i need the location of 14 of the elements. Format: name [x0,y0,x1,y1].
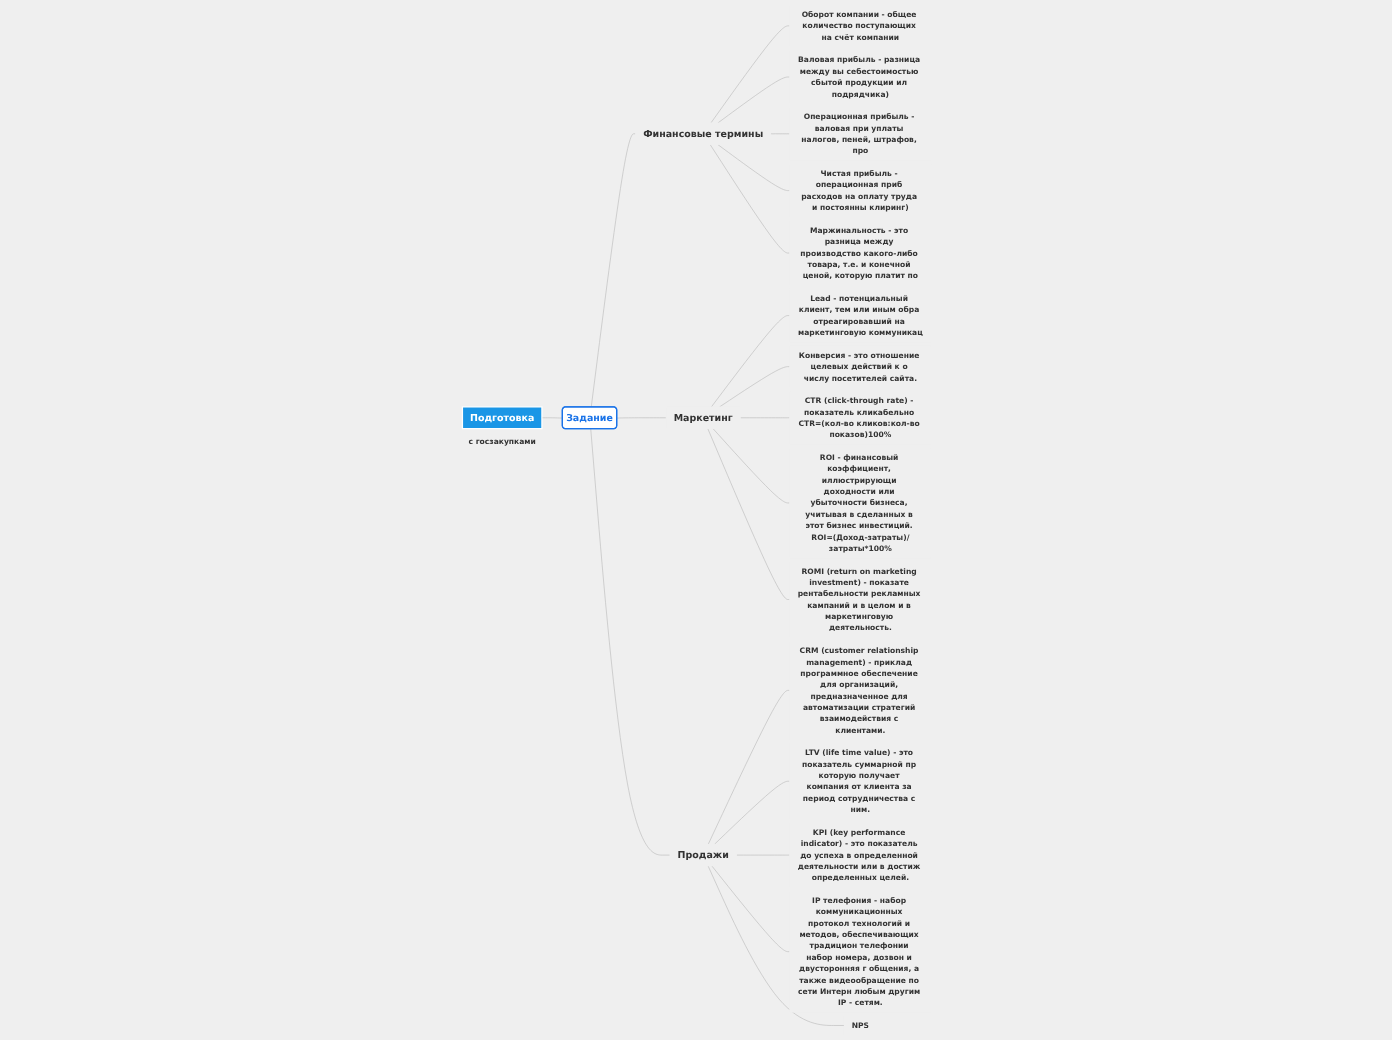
connector [590,428,671,856]
connector [710,25,791,124]
connector [719,366,791,408]
connector [709,144,791,254]
connector [711,315,791,408]
connector [707,690,791,845]
connector [717,76,791,124]
connector [717,144,791,191]
connector [590,133,636,408]
connector [712,428,791,504]
connector [711,865,791,952]
connector [714,780,791,845]
connector [707,428,791,600]
connector [707,865,845,1026]
